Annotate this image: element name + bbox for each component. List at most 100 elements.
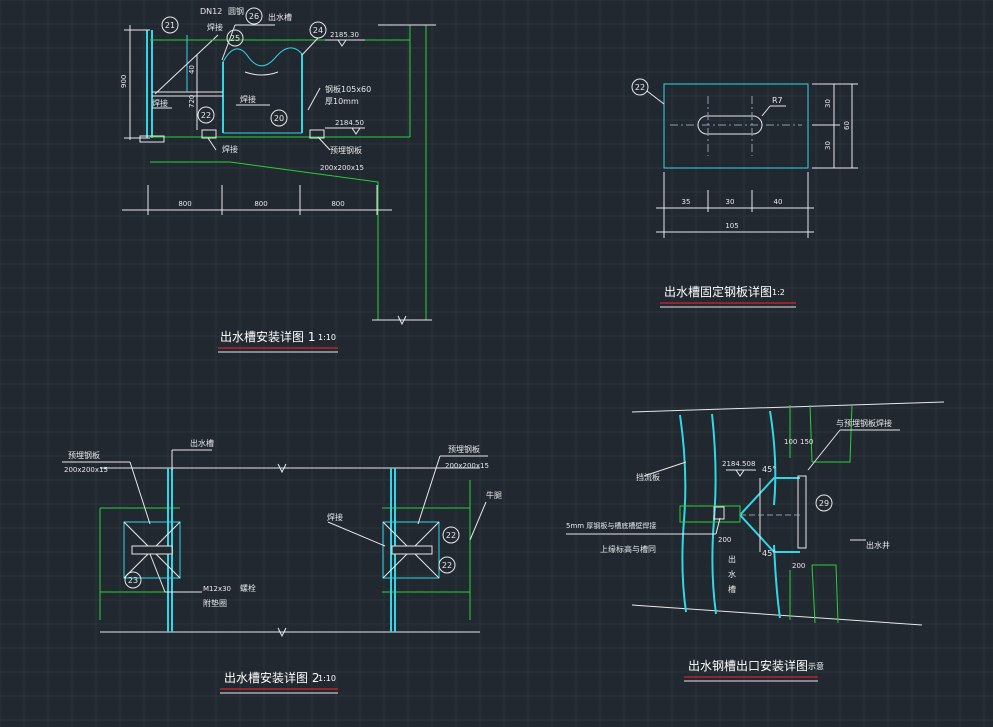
dim-span1-text: 800 xyxy=(178,200,191,208)
label-baffle: 挡流板 xyxy=(636,472,660,482)
callout-25-text: 25 xyxy=(230,34,240,43)
dim-h35-text: 35 xyxy=(682,198,691,206)
label-embedded-left-size: 200x200x15 xyxy=(64,466,108,474)
callout-22-view3-a xyxy=(442,526,460,544)
label-weld-left: 焊接 xyxy=(152,98,168,108)
callout-22-view2 xyxy=(631,78,649,96)
dim-v30a-text: 30 xyxy=(824,99,832,108)
view3-scale: 1:10 xyxy=(318,674,336,683)
callout-25 xyxy=(226,29,244,47)
bolt-right xyxy=(391,545,433,555)
view4-title: 出水钢槽出口安装详图 xyxy=(688,658,808,673)
label-embedded-right: 预埋钢板 xyxy=(448,444,480,454)
label-weld-mid: 焊接 xyxy=(240,94,256,104)
callout-29-text: 29 xyxy=(819,499,829,508)
leader-baffle xyxy=(643,461,687,477)
label-embedded-size: 200x200x15 xyxy=(320,164,364,172)
label-outlet-v3: 槽 xyxy=(728,584,736,594)
elev-bottom-text: 2184.50 xyxy=(335,119,364,127)
fixing-plate-outline xyxy=(663,83,809,169)
elev-top-text: 2185.30 xyxy=(330,31,359,39)
view1-install-detail-1: 21 25 26 24 22 20 DN12 圆钢 焊接 出水槽 焊接 焊接 焊… xyxy=(120,6,436,353)
tank-side-top xyxy=(769,410,777,506)
label-plate-note2: 上缘标高与槽同 xyxy=(600,544,656,554)
dim-200-text: 200 xyxy=(718,536,731,544)
baffle-plate xyxy=(679,505,741,523)
dim-40-text: 40 xyxy=(188,65,196,74)
leader-plate-note-up xyxy=(715,517,721,535)
tank-funnel-bottom xyxy=(739,514,800,553)
dim-h40-text: 40 xyxy=(774,198,783,206)
leader-embedded-right xyxy=(417,455,441,525)
label-beam: 牛腿 xyxy=(486,490,502,500)
dn12-leader xyxy=(154,34,219,95)
baffle-weld-block xyxy=(713,506,725,520)
dim-v60-text: 60 xyxy=(843,121,851,130)
label-round-steel: 圆钢 xyxy=(228,6,244,16)
leader-weld xyxy=(327,521,386,547)
outlet-wall-top xyxy=(812,404,853,463)
view2-fixing-plate-detail: 22 R7 30 30 60 35 30 40 105 出水槽固定钢板详图 1:… xyxy=(631,78,858,308)
top-break-line xyxy=(631,401,945,413)
dim-span3-text: 800 xyxy=(331,200,344,208)
tank-side-bottom xyxy=(773,544,781,619)
view1-scale: 1:10 xyxy=(318,333,336,342)
view3-title: 出水槽安装详图 2 xyxy=(224,670,319,685)
leader-embedded xyxy=(317,136,331,151)
bolt-left xyxy=(131,545,173,555)
green-wall-2 xyxy=(809,404,813,463)
dim-100-text: 100 xyxy=(784,438,797,446)
callout-20-text: 20 xyxy=(274,114,284,123)
label-embedded-left: 预埋钢板 xyxy=(68,450,100,460)
callout-22-view2-text: 22 xyxy=(635,83,645,92)
dim-h105-text: 105 xyxy=(725,222,738,230)
outlet-wall-bottom xyxy=(812,564,839,624)
baffle-line-2 xyxy=(711,413,717,615)
dim-150-text: 150 xyxy=(800,438,813,446)
label-plate-note: 5mm 厚钢板与槽底槽壁焊接 xyxy=(566,521,656,530)
label-embedded: 预埋钢板 xyxy=(330,145,362,155)
label-outlet-v3: 出水槽 xyxy=(190,438,214,448)
break-symbol xyxy=(397,315,407,326)
callout-22b-text: 22 xyxy=(442,561,452,570)
tank-curve xyxy=(222,47,303,67)
outlet-plate xyxy=(797,475,807,549)
callout-20 xyxy=(270,109,288,127)
view4-scale: 示意 xyxy=(808,661,824,671)
dim-height-text: 900 xyxy=(120,75,128,88)
callout-29 xyxy=(815,494,833,512)
tank-funnel-top xyxy=(739,477,800,516)
label-weld-bottom: 焊接 xyxy=(222,144,238,154)
dim-v30b-text: 30 xyxy=(824,141,832,150)
label-outlet-well: 出水井 xyxy=(866,540,890,550)
label-steel-plate: 钢板105x60 xyxy=(325,84,371,94)
callout-23 xyxy=(124,571,142,589)
view4-outlet-install-detail: 29 与预埋钢板焊接 挡流板 5mm 厚钢板与槽底槽壁焊接 上缘标高与槽同 出水… xyxy=(566,401,945,682)
leader-24 xyxy=(301,37,319,56)
label-dn12: DN12 xyxy=(200,7,222,16)
green-wall-4 xyxy=(811,564,816,624)
view1-title: 出水槽安装详图 1 xyxy=(220,329,315,344)
callout-26 xyxy=(245,7,263,25)
tank-water xyxy=(244,71,279,76)
radius-text: R7 xyxy=(772,96,783,105)
label-washer: 附垫圈 xyxy=(203,598,227,608)
label-bolt-name: 螺栓 xyxy=(240,583,256,593)
elev-bottom-mark xyxy=(351,127,361,135)
callout-22-view3-b xyxy=(438,556,456,574)
label-embedded-right-size: 200x200x15 xyxy=(445,462,489,470)
angle-1-text: 45° xyxy=(762,465,776,474)
dim-span2-text: 800 xyxy=(254,200,267,208)
view2-scale: 1:2 xyxy=(772,288,785,297)
label-weld-embedded: 与预埋钢板焊接 xyxy=(836,418,892,428)
embedded-plate-mid xyxy=(201,129,217,139)
callout-21 xyxy=(161,16,179,34)
embedded-plate-left-box xyxy=(123,521,181,579)
dim-h30-text: 30 xyxy=(726,198,735,206)
elev-mark-v4 xyxy=(735,469,745,477)
break-bottom xyxy=(277,627,287,638)
elev-top-mark xyxy=(337,39,347,47)
